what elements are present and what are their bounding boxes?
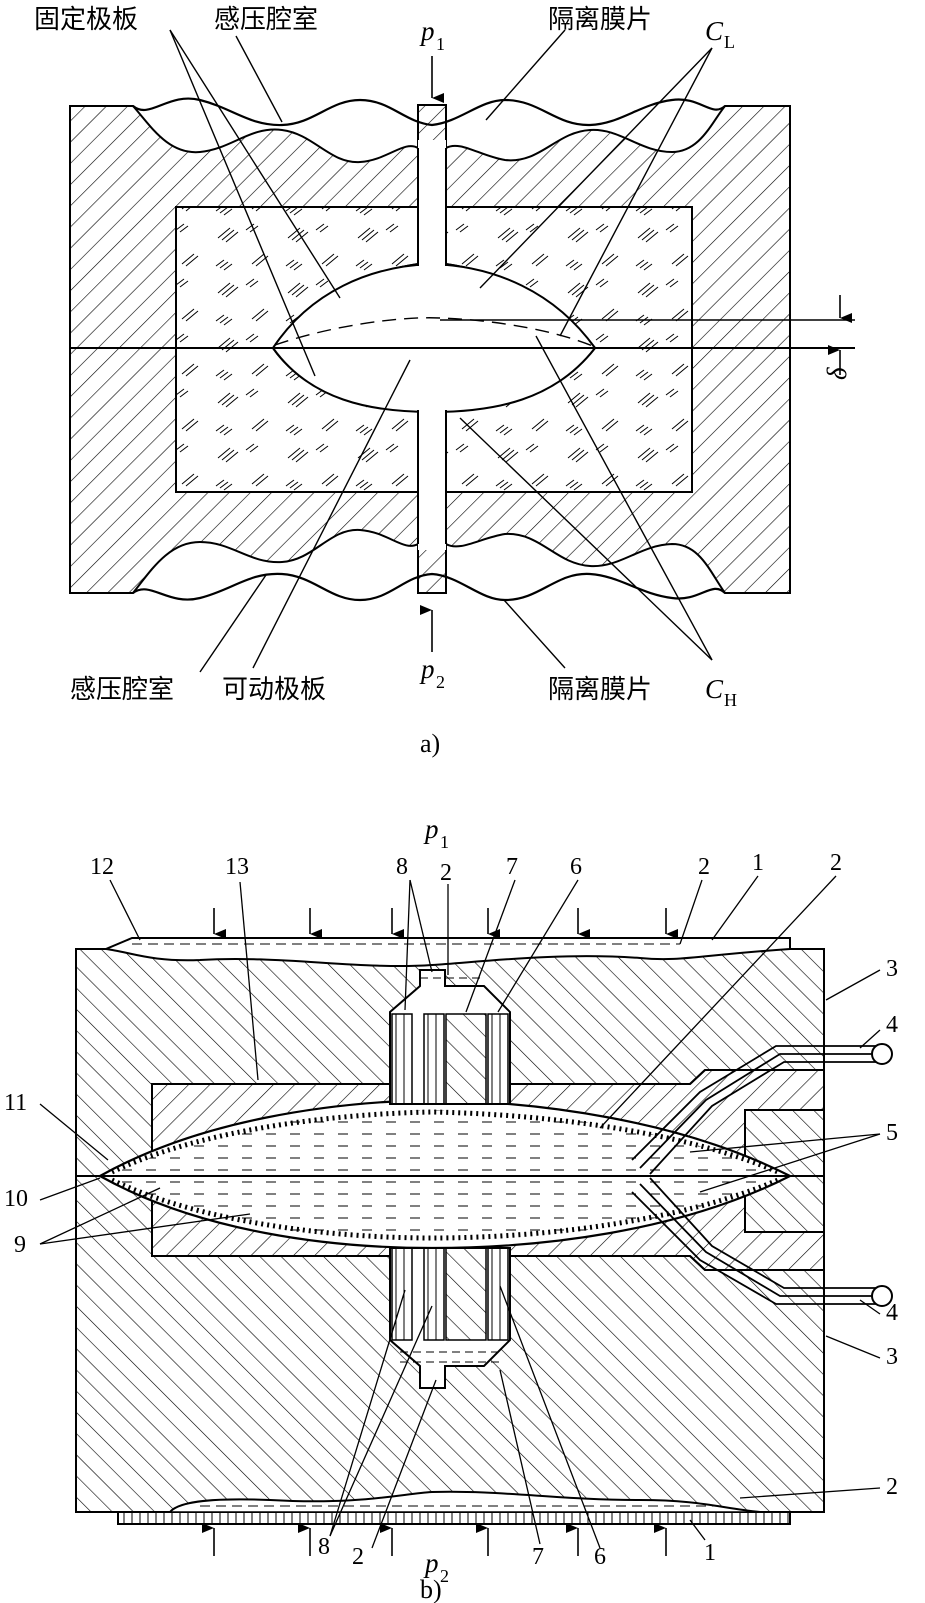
- label-isolation-diaphragm-bottom: 隔离膜片: [548, 675, 652, 705]
- num-2-top-right2: 2: [830, 850, 842, 876]
- figure-b: 12 13 8 2 7 6 2 1 2 3 4 11 5 10 9 4 3 2 …: [4, 814, 898, 1603]
- isolation-diaphragm-top-a: [132, 97, 726, 127]
- bore-bottom-a: [418, 410, 446, 550]
- num-3-top: 3: [886, 956, 898, 982]
- symbol-p1-b: p: [423, 814, 439, 844]
- symbol-p1-b-sub: 1: [440, 832, 449, 852]
- figure-a: δ 固定极板 感压腔室 隔离膜片 感压腔室 可动极板 隔离膜片 p 1 p 2: [34, 5, 855, 758]
- delta-symbol: δ: [822, 367, 852, 380]
- num-10: 10: [4, 1186, 28, 1212]
- leader-lines-b: [39, 875, 881, 1549]
- num-4-top: 4: [886, 1012, 898, 1038]
- num-2-bottom: 2: [352, 1544, 364, 1570]
- num-2-top-center: 2: [440, 860, 452, 886]
- symbol-p1-a: p: [419, 16, 435, 46]
- caption-b: b): [420, 1575, 442, 1603]
- pressure-arrows-top: [213, 908, 678, 939]
- num-9: 9: [14, 1232, 26, 1258]
- num-6-top: 6: [570, 854, 582, 880]
- label-fixed-plate: 固定极板: [34, 5, 138, 35]
- num-1-top: 1: [752, 850, 764, 876]
- terminal-top: [871, 1043, 893, 1065]
- symbol-p2-a-sub: 2: [436, 672, 445, 692]
- lead-wires: [631, 1045, 880, 1305]
- label-pressure-chamber-top: 感压腔室: [214, 5, 318, 35]
- symbol-p2-b: p: [423, 1548, 439, 1578]
- num-5: 5: [886, 1120, 898, 1146]
- terminal-bottom: [871, 1285, 893, 1307]
- num-8-bottom: 8: [318, 1534, 330, 1560]
- num-12: 12: [90, 854, 114, 880]
- label-movable-plate: 可动极板: [222, 675, 326, 705]
- num-7-bottom: 7: [532, 1544, 544, 1570]
- symbol-p2-a: p: [419, 654, 435, 684]
- num-1-bottom: 1: [704, 1540, 716, 1566]
- caption-a: a): [420, 729, 440, 758]
- leader-lines-a: [169, 29, 713, 673]
- num-13: 13: [225, 854, 249, 880]
- num-2-bottom-right: 2: [886, 1474, 898, 1500]
- symbol-ch-sub: H: [724, 690, 737, 710]
- label-pressure-chamber-bottom: 感压腔室: [70, 675, 174, 705]
- symbol-p2-b-sub: 2: [440, 1566, 449, 1586]
- symbol-cl: C: [705, 16, 724, 46]
- electrode-rod-top: [445, 1013, 487, 1105]
- num-4-bottom: 4: [886, 1300, 898, 1326]
- symbol-cl-sub: L: [724, 32, 735, 52]
- movable-plate-deflected-a: [274, 317, 596, 348]
- symbol-p1-a-sub: 1: [436, 34, 445, 54]
- electrode-rod-bottom: [445, 1247, 487, 1341]
- symbol-ch: C: [705, 674, 724, 704]
- num-7-top: 7: [506, 854, 518, 880]
- num-3-bottom: 3: [886, 1344, 898, 1370]
- num-11: 11: [4, 1090, 27, 1116]
- pressure-arrows-bottom: [202, 1523, 667, 1556]
- bore-top-a: [418, 140, 446, 266]
- label-isolation-diaphragm-top: 隔离膜片: [548, 5, 652, 35]
- num-6-bottom: 6: [594, 1544, 606, 1570]
- num-2-top-right1: 2: [698, 854, 710, 880]
- num-8-top: 8: [396, 854, 408, 880]
